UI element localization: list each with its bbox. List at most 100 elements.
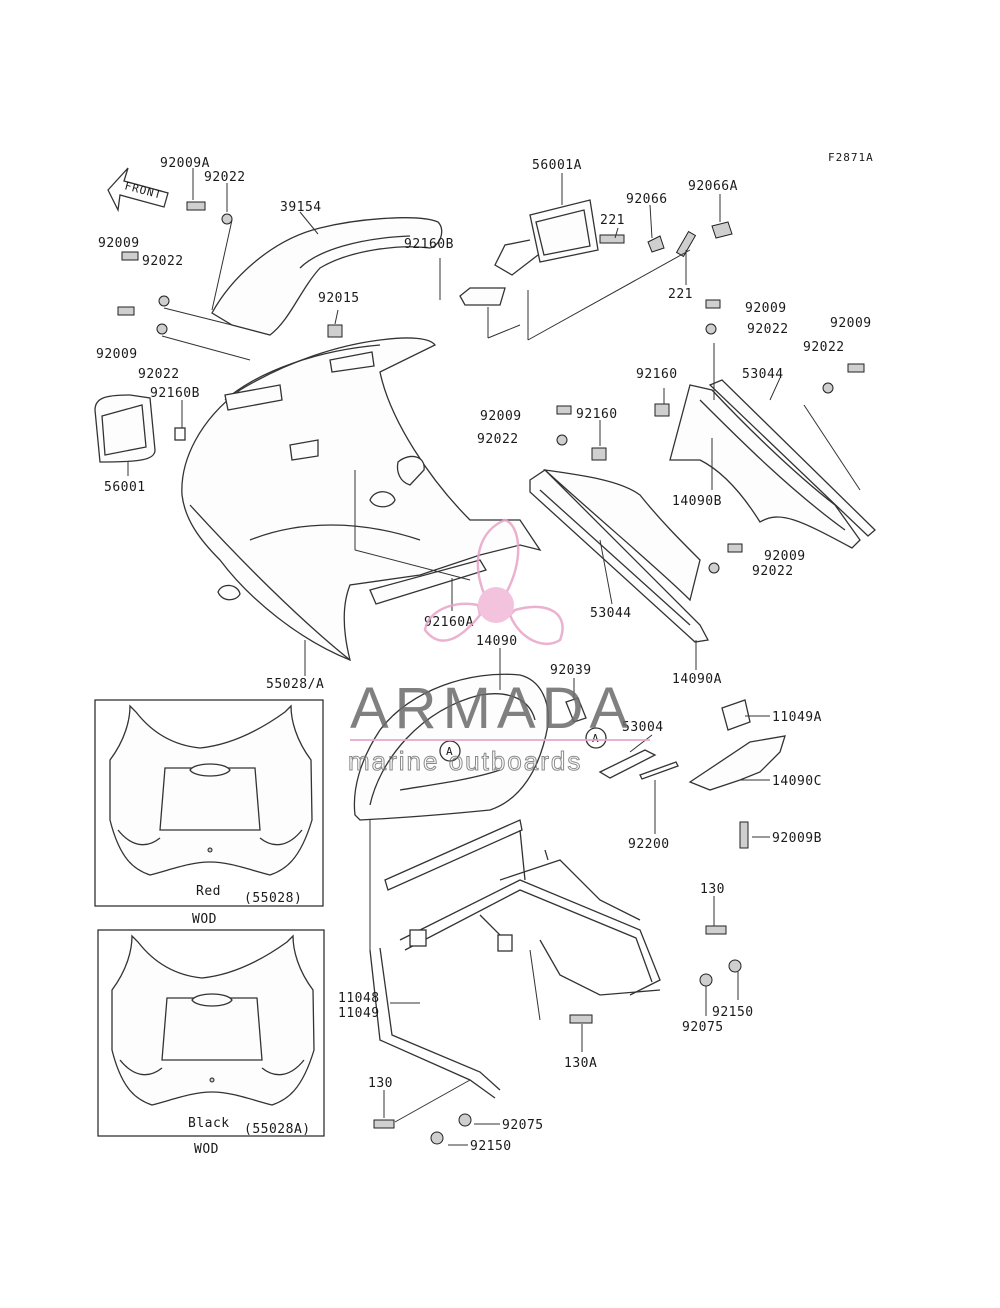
nut-icon	[654, 403, 670, 417]
grommet-icon	[430, 1131, 444, 1145]
upper-cowl	[211, 217, 443, 336]
part-label: 92160B	[150, 386, 200, 401]
inset-caption: WOD	[192, 912, 217, 927]
part-label: 92022	[747, 322, 789, 337]
grommet-icon	[458, 1113, 472, 1127]
foam-strip	[369, 559, 487, 605]
part-label: 92022	[142, 254, 184, 269]
part-labels: 92009A 92022 39154 92009 92022 92009 920…	[96, 156, 872, 1154]
part-label: 92022	[138, 367, 180, 382]
mirror-right	[459, 199, 599, 306]
inset-color-label: Black	[188, 1116, 230, 1131]
washer-icon	[705, 323, 717, 335]
leader-lines	[127, 168, 861, 1146]
part-label: 221	[668, 287, 693, 302]
fairing-stay	[369, 819, 661, 1099]
watermark-name: ARMADA	[350, 676, 634, 741]
part-label: 92075	[502, 1118, 544, 1133]
inset-caption: WOD	[194, 1142, 219, 1157]
part-label: 53004	[622, 720, 664, 735]
part-label: 14090A	[672, 672, 722, 687]
bolt-icon	[569, 1014, 593, 1024]
bolt-icon	[847, 363, 865, 373]
clip-icon	[647, 235, 665, 253]
bracket-right	[688, 699, 786, 791]
part-label: 221	[600, 213, 625, 228]
fairing-body	[181, 337, 542, 662]
ref-marker-a: A	[585, 727, 607, 749]
svg-text:A: A	[446, 745, 454, 758]
part-label: 92160B	[404, 237, 454, 252]
front-arrow-label: FRONT	[123, 179, 163, 201]
part-label: 130A	[564, 1056, 597, 1071]
part-label: 56001	[104, 480, 146, 495]
part-label: 130	[368, 1076, 393, 1091]
clip-icon	[711, 221, 733, 239]
part-label: 53044	[742, 367, 784, 382]
part-label: 11049A	[772, 710, 822, 725]
part-label: 92066	[626, 192, 668, 207]
inset-part-ref: (55028)	[244, 891, 302, 906]
nut-icon	[591, 447, 607, 461]
part-label: 130	[700, 882, 725, 897]
part-label: 92009	[480, 409, 522, 424]
part-label: 92009B	[772, 831, 822, 846]
watermark: ARMADA marine outboards	[348, 518, 650, 777]
hardware	[117, 201, 865, 1145]
part-label: 92022	[803, 340, 845, 355]
part-label: 55028/A	[266, 677, 324, 692]
part-label: 92009	[830, 316, 872, 331]
part-label: 92066A	[688, 179, 738, 194]
part-label: 39154	[280, 200, 322, 215]
part-label: 92009	[98, 236, 140, 251]
inset-black: Black (55028A) WOD	[97, 929, 325, 1157]
washer-icon	[158, 295, 170, 307]
part-label: 92150	[470, 1139, 512, 1154]
bolt-icon	[727, 543, 743, 553]
washer-icon	[556, 434, 568, 446]
washer-icon	[822, 382, 834, 394]
bolt-icon	[117, 306, 135, 316]
grommet-icon	[699, 973, 713, 987]
bolt-icon	[705, 299, 721, 309]
part-label: 92009	[96, 347, 138, 362]
part-label: 14090B	[672, 494, 722, 509]
bolt-icon	[705, 925, 727, 935]
part-label: 92022	[752, 564, 794, 579]
inset-red: Red (55028) WOD	[94, 699, 324, 927]
washer-icon	[221, 213, 233, 225]
part-label: 11049	[338, 1006, 380, 1021]
bolt-icon	[121, 251, 139, 261]
part-label: 92150	[712, 1005, 754, 1020]
meter-panel	[353, 673, 549, 821]
part-label: 11048	[338, 991, 380, 1006]
grommet-icon	[728, 959, 742, 973]
part-label: 92022	[204, 170, 246, 185]
part-label: 92160	[576, 407, 618, 422]
part-label: 92009	[764, 549, 806, 564]
washer-icon	[708, 562, 720, 574]
front-arrow-icon: FRONT	[107, 167, 169, 213]
washer-icon	[156, 323, 168, 335]
figure-code: F2871A	[828, 151, 874, 164]
part-label: 92160A	[424, 615, 474, 630]
bolt-icon	[675, 230, 697, 258]
bolt-icon	[186, 201, 206, 211]
part-label: 92009	[745, 301, 787, 316]
inset-part-ref: (55028A)	[244, 1122, 311, 1137]
bolt-icon	[556, 405, 572, 415]
bolt-icon	[739, 821, 749, 849]
inner-panel-left	[529, 469, 710, 643]
inner-panel-right	[669, 379, 876, 549]
part-label: 53044	[590, 606, 632, 621]
bolt-icon	[599, 234, 625, 244]
inset-color-label: Red	[196, 884, 221, 899]
propeller-logo-icon	[423, 518, 564, 646]
part-label: 14090C	[772, 774, 822, 789]
part-label: 92009A	[160, 156, 210, 171]
part-label: 92022	[477, 432, 519, 447]
part-label: 92075	[682, 1020, 724, 1035]
part-label: 92039	[550, 663, 592, 678]
bolt-icon	[373, 1119, 395, 1129]
